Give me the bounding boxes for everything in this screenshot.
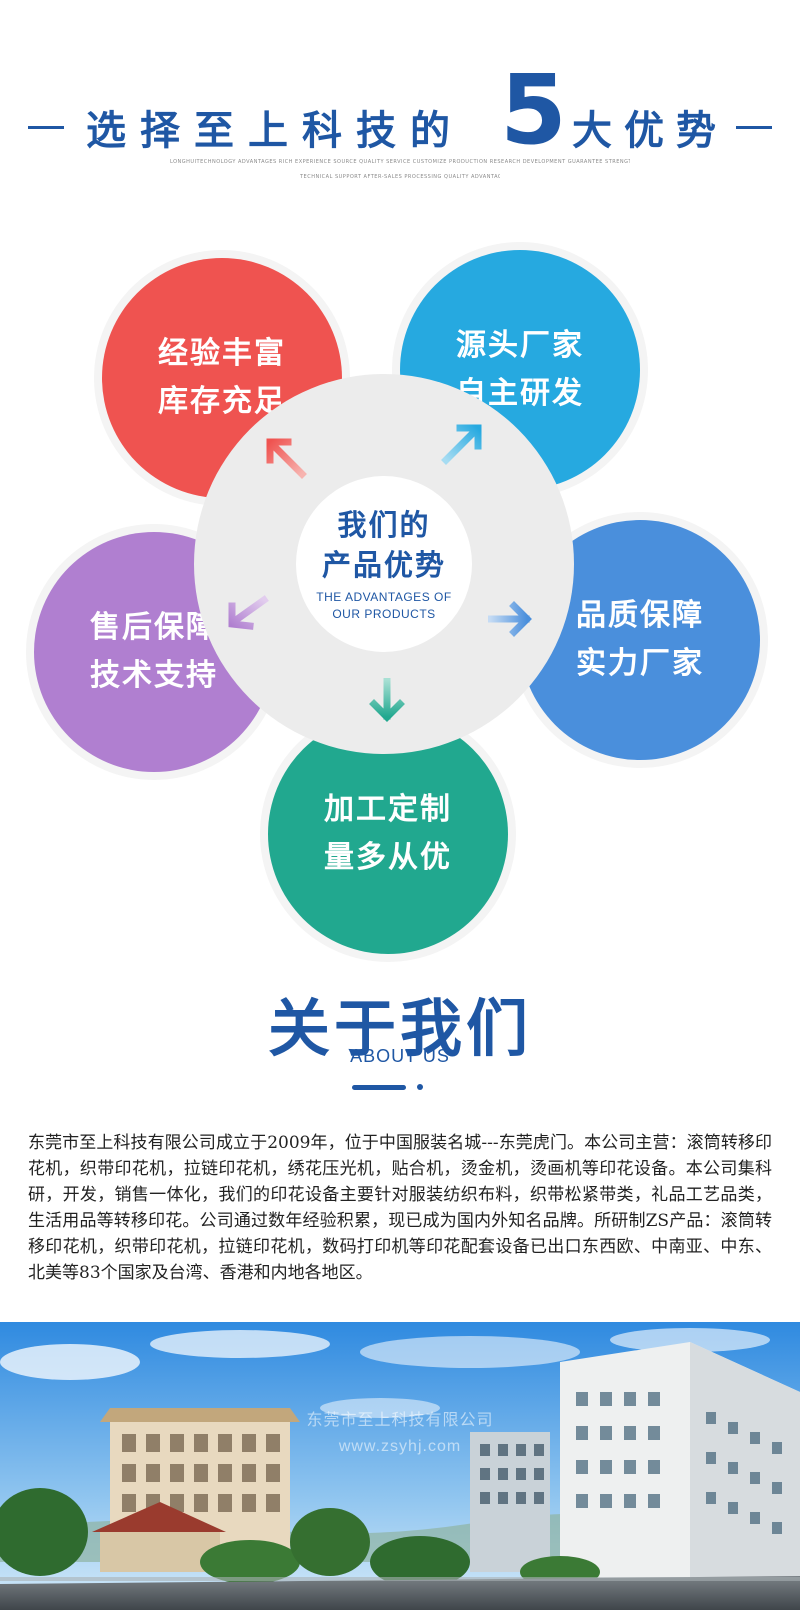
company-building-photo bbox=[0, 1322, 800, 1610]
center-title-line2: 产品优势 bbox=[321, 548, 446, 582]
about-divider-dot bbox=[417, 1084, 423, 1090]
advantage-source-line1: 源头厂家 bbox=[456, 328, 584, 363]
center-english-line1: THE ADVANTAGES OF bbox=[316, 590, 452, 604]
about-body-text: 东莞市至上科技有限公司成立于2009年，位于中国服装名城---东莞虎门。本公司主… bbox=[28, 1133, 772, 1283]
arrow-up-left-icon bbox=[266, 438, 307, 479]
advantage-custom-line2: 量多从优 bbox=[324, 840, 452, 875]
advantage-service-line1: 售后保障 bbox=[90, 610, 218, 645]
arrow-right-icon bbox=[488, 601, 532, 637]
photo-watermark-company: 东莞市至上科技有限公司 bbox=[306, 1410, 494, 1429]
title-dash-left bbox=[28, 126, 64, 129]
arrow-down-icon bbox=[369, 678, 405, 722]
advantage-service-line2: 技术支持 bbox=[90, 658, 218, 693]
about-subtitle: ABOUT US bbox=[350, 1046, 450, 1066]
advantage-experience-line1: 经验丰富 bbox=[158, 336, 286, 371]
advantages-title-right: 大优势 bbox=[572, 108, 728, 154]
advantage-custom-line1: 加工定制 bbox=[324, 792, 452, 827]
advantages-subtitle-line-2: TECHNICAL SUPPORT AFTER-SALES PROCESSING… bbox=[300, 174, 500, 180]
advantage-petal-custom-fill: 加工定制 量多从优 bbox=[268, 714, 508, 954]
photo-watermark-url: www.zsyhj.com bbox=[338, 1438, 462, 1455]
arrow-up-right-icon bbox=[441, 424, 482, 465]
advantage-quality-line2: 实力厂家 bbox=[576, 646, 704, 681]
about-divider-bar bbox=[352, 1085, 406, 1090]
advantage-quality-line1: 品质保障 bbox=[576, 598, 704, 633]
advantages-title-left: 选择至上科技的 bbox=[86, 108, 464, 154]
center-core: 我们的 产品优势 THE ADVANTAGES OF OUR PRODUCTS bbox=[296, 476, 472, 652]
advantage-experience-line2: 库存充足 bbox=[158, 384, 286, 419]
about-title: 关于我们 bbox=[267, 992, 532, 1065]
advantages-subtitle-line-1: LONGHUITECHNOLOGY ADVANTAGES RICH EXPERI… bbox=[170, 159, 630, 165]
center-title-line1: 我们的 bbox=[337, 508, 431, 542]
advantages-title-number: 5 bbox=[500, 54, 567, 166]
arrow-down-left-icon bbox=[228, 595, 269, 630]
advantage-petal-experience: 经验丰富 库存充足 bbox=[94, 250, 350, 506]
title-dash-right bbox=[736, 126, 772, 129]
center-english-line2: OUR PRODUCTS bbox=[332, 607, 436, 621]
advantages-header: 选择至上科技的 5 大优势 bbox=[0, 54, 800, 170]
